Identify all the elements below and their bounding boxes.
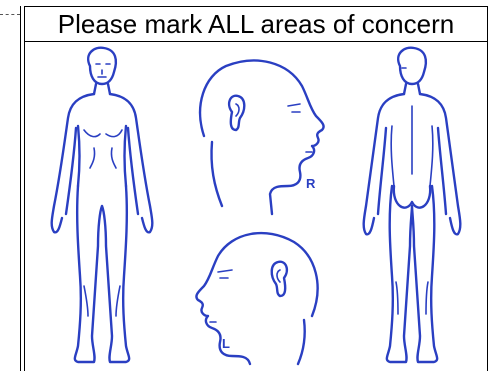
head-right-label: R: [306, 176, 316, 191]
dashed-guide-line: [0, 14, 20, 15]
head-left-label: L: [222, 336, 230, 351]
head-left-profile[interactable]: L: [196, 233, 317, 364]
body-diagram-canvas[interactable]: R L: [26, 46, 486, 368]
form-title: Please mark ALL areas of concern: [25, 7, 487, 41]
title-box: Please mark ALL areas of concern: [24, 6, 488, 42]
margin-line: [20, 6, 21, 371]
body-front-figure[interactable]: [52, 48, 153, 362]
head-right-profile[interactable]: R: [200, 60, 323, 214]
body-back-figure[interactable]: [364, 48, 461, 362]
